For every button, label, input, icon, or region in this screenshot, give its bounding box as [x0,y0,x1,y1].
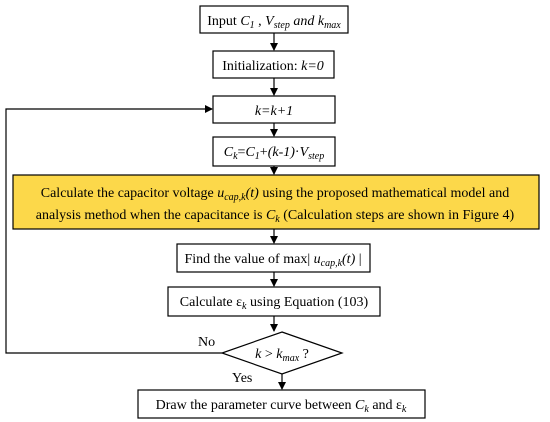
init-text: Initialization: k=0 [222,59,324,74]
input-box [199,5,349,34]
ck-box [212,136,336,167]
draw-step: Draw the parameter curve between Ck and … [137,389,426,419]
findmax-step: Find the value of max| ucap,k(t) | [176,243,371,273]
draw-box [137,389,426,419]
draw-text: Draw the parameter curve between Ck and … [156,398,407,415]
decision-text: k > kmax ? [255,347,309,364]
calc-text-line2: analysis method when the capacitance is … [36,208,515,225]
ck-text: Ck=C1+(k-1)·Vstep [224,145,325,162]
yes-label: Yes [232,371,252,386]
calc-text-line1: Calculate the capacitor voltage ucap,k(t… [41,186,509,203]
init-step: Initialization: k=0 [212,50,335,79]
calc-step: Calculate the capacitor voltage ucap,k(t… [12,174,540,230]
input-step: Input C1 , Vstep and kmax [199,5,349,34]
eps-box [167,286,381,317]
ck-step: Ck=C1+(k-1)·Vstep [212,136,336,167]
decision-step: k > kmax ? [220,331,344,375]
eps-step: Calculate εk using Equation (103) [167,286,381,317]
increment-box [212,95,336,124]
findmax-box [176,243,371,273]
eps-text: Calculate εk using Equation (103) [180,295,369,312]
arrow-no-loop [5,105,222,354]
calc-box [12,174,540,230]
init-box [212,50,335,79]
input-text: Input C1 , Vstep and kmax [207,14,341,31]
increment-step: k=k+1 [212,95,336,124]
increment-text: k=k+1 [255,104,293,119]
findmax-text: Find the value of max| ucap,k(t) | [184,252,361,269]
no-label: No [198,335,215,350]
